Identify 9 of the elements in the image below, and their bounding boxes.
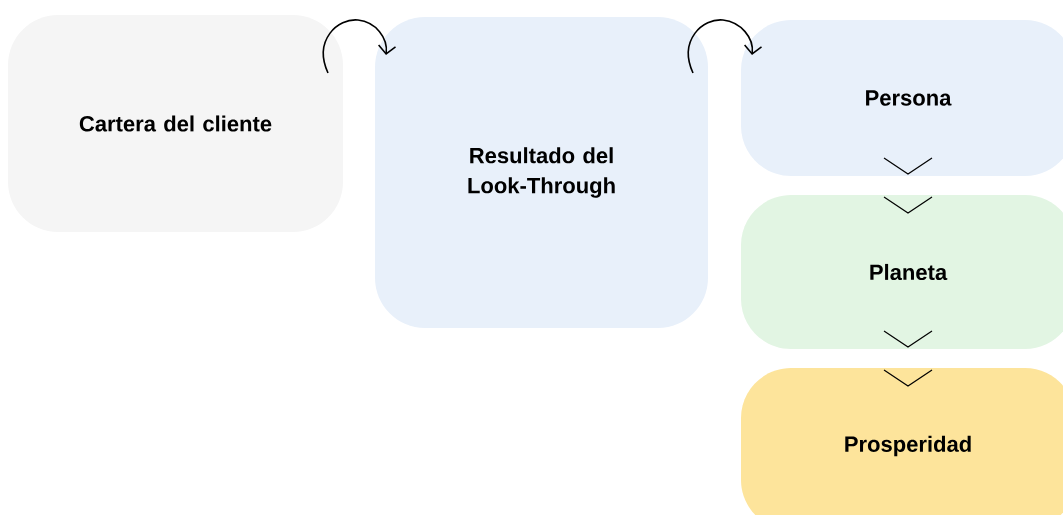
chevron-arrow [883, 330, 933, 387]
process-box: Prosperidad [741, 368, 1063, 515]
process-box: Resultado del Look-Through [375, 17, 708, 328]
curved-arrow [687, 19, 763, 74]
chevron-arrow [883, 157, 933, 214]
process-box: Planeta [741, 195, 1063, 349]
curved-arrow [322, 19, 397, 74]
process-box: Cartera del cliente [8, 15, 343, 232]
process-box: Persona [741, 20, 1063, 176]
